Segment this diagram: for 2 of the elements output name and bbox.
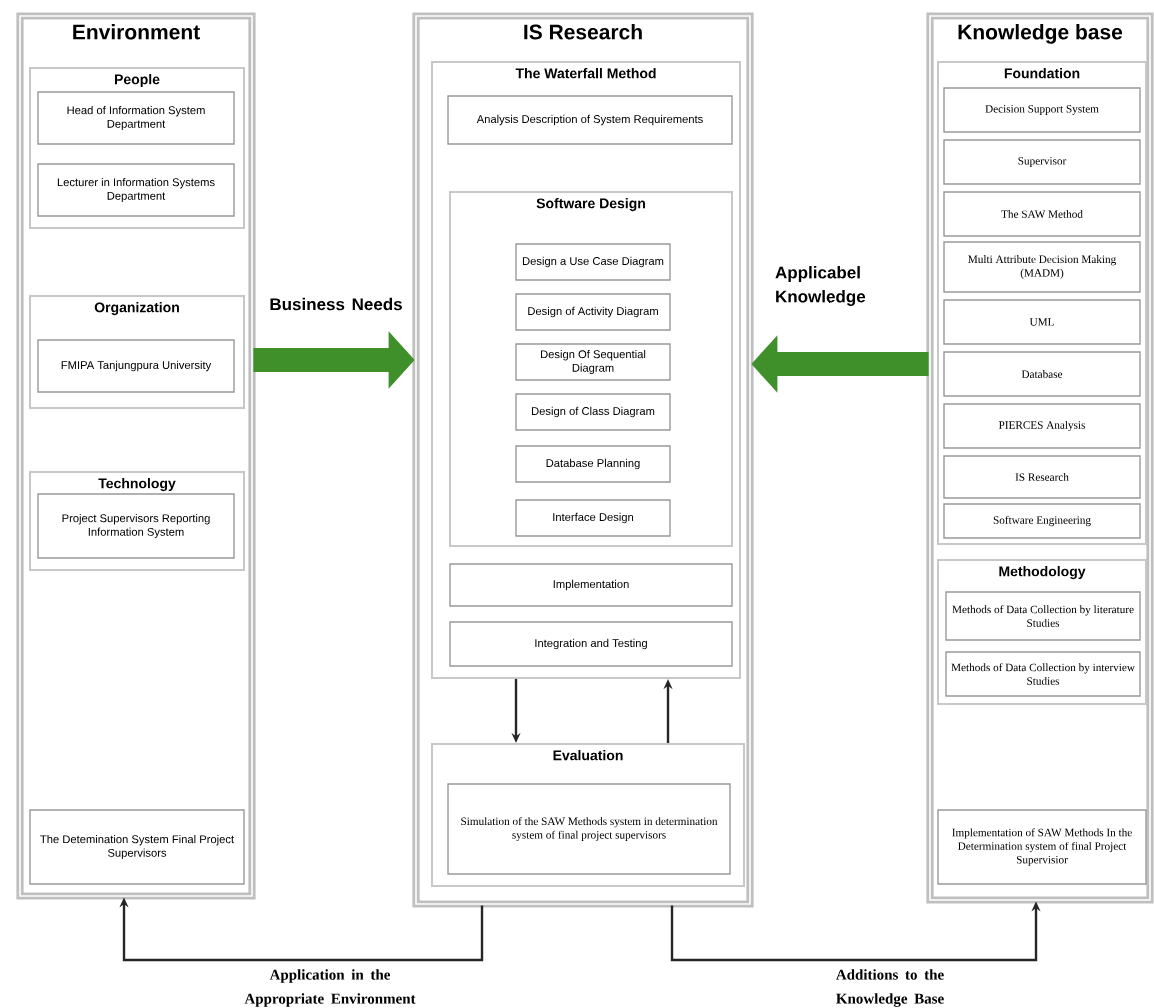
edge-label: Business Needs	[270, 297, 402, 311]
edge-label: Applicabel Knowledge	[775, 266, 866, 306]
